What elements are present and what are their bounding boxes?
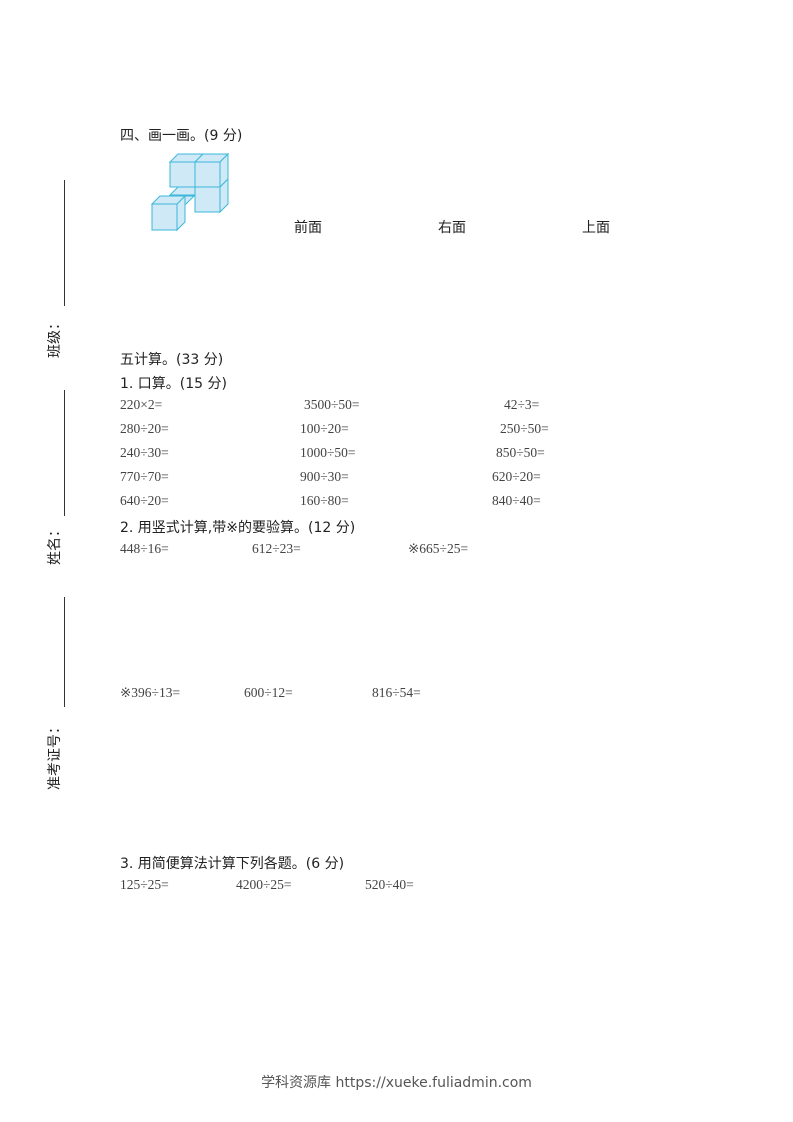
oral-problem: 840÷40=	[492, 493, 541, 508]
q1-title: 1. 口算。(15 分)	[120, 376, 227, 392]
view-right: 右面	[438, 220, 466, 236]
problem: 816÷54=	[372, 685, 421, 700]
oral-problem: 250÷50=	[500, 421, 549, 436]
view-front: 前面	[294, 220, 322, 236]
footer-watermark: 学科资源库 https://xueke.fuliadmin.com	[261, 1075, 532, 1091]
view-top: 上面	[582, 220, 610, 236]
problem: 125÷25=	[120, 877, 169, 892]
section4-title: 四、画一画。(9 分)	[120, 128, 243, 144]
problem: 612÷23=	[252, 541, 301, 556]
q3-title: 3. 用简便算法计算下列各题。(6 分)	[120, 856, 345, 872]
oral-problem: 160÷80=	[300, 493, 349, 508]
section5-title: 五计算。(33 分)	[120, 352, 224, 368]
oral-problem: 3500÷50=	[304, 397, 360, 412]
problem: ※396÷13=	[120, 685, 181, 700]
problem: 4200÷25=	[236, 877, 292, 892]
problem: 600÷12=	[244, 685, 293, 700]
problem: 520÷40=	[365, 877, 414, 892]
class-line	[64, 180, 65, 306]
oral-problem: 640÷20=	[120, 493, 169, 508]
oral-problem: 900÷30=	[300, 469, 349, 484]
name-label: 姓名：	[47, 523, 63, 565]
oral-problem: 850÷50=	[496, 445, 545, 460]
id-line	[64, 597, 65, 707]
oral-problem: 280÷20=	[120, 421, 169, 436]
q2-title: 2. 用竖式计算,带※的要验算。(12 分)	[120, 520, 356, 536]
cubes-figure	[150, 152, 230, 232]
class-label: 班级：	[47, 316, 63, 358]
id-label: 准考证号：	[47, 720, 63, 790]
oral-problem: 42÷3=	[504, 397, 540, 412]
name-line	[64, 390, 65, 516]
oral-problem: 770÷70=	[120, 469, 169, 484]
oral-problem: 620÷20=	[492, 469, 541, 484]
problem: 448÷16=	[120, 541, 169, 556]
oral-problem: 220×2=	[120, 397, 163, 412]
oral-problem: 1000÷50=	[300, 445, 356, 460]
problem: ※665÷25=	[408, 541, 469, 556]
oral-problem: 100÷20=	[300, 421, 349, 436]
oral-problem: 240÷30=	[120, 445, 169, 460]
